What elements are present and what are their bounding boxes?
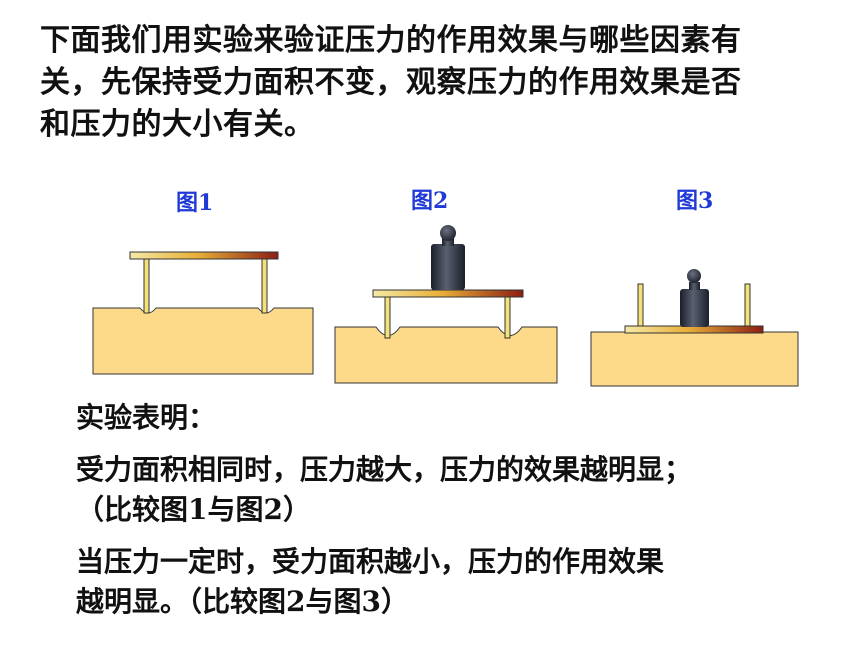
figure-1-leg-left	[143, 257, 150, 314]
intro-line-1: 下面我们用实验来验证压力的作用效果与哪些因素有	[40, 23, 742, 58]
figure-2-label: 图2	[411, 188, 449, 214]
intro-text: 下面我们用实验来验证压力的作用效果与哪些因素有 关，先保持受力面积不变，观察压力…	[40, 20, 830, 146]
figure-2-table-top	[372, 289, 524, 298]
figure-1-table-top	[129, 251, 279, 260]
figure-3-table-top	[624, 325, 764, 334]
figure-3-weight-knob	[687, 269, 701, 283]
figure-3-label: 图3	[676, 188, 714, 214]
figure-3-sand	[590, 331, 799, 387]
figure-2-weight-neck	[442, 237, 454, 246]
figure-2	[334, 225, 558, 384]
figure-3-leg-left	[637, 283, 644, 327]
figure-2-leg-right	[504, 295, 511, 339]
figure-1-sand	[92, 307, 314, 375]
conclusion-point-1-line-2: （比较图1与图2）	[76, 493, 311, 526]
figure-3-weight-neck	[689, 282, 700, 290]
figure-3-leg-right	[744, 283, 751, 327]
intro-line-2: 关，先保持受力面积不变，观察压力的作用效果是否	[40, 65, 742, 100]
figure-2-sand	[334, 326, 558, 384]
figure-2-weight-knob	[440, 225, 456, 241]
figure-3-weight-body	[680, 289, 709, 327]
figure-1-leg-right	[261, 257, 268, 314]
figure-1	[92, 251, 314, 375]
conclusion-text: 实验表明： 受力面积相同时，压力越大，压力的效果越明显； （比较图1与图2） 当…	[76, 398, 836, 634]
intro-line-3: 和压力的大小有关。	[40, 107, 315, 142]
conclusion-point-2-line-2: 越明显。（比较图2与图3）	[76, 585, 409, 618]
figure-3	[590, 269, 799, 387]
figure-2-weight-body	[431, 244, 465, 290]
figure-2-leg-left	[384, 295, 391, 339]
conclusion-point-1-line-1: 受力面积相同时，压力越大，压力的效果越明显；	[76, 453, 693, 486]
figure-1-label: 图1	[176, 190, 214, 216]
conclusion-heading: 实验表明：	[76, 401, 217, 434]
conclusion-point-2-line-1: 当压力一定时，受力面积越小，压力的作用效果	[76, 545, 665, 578]
